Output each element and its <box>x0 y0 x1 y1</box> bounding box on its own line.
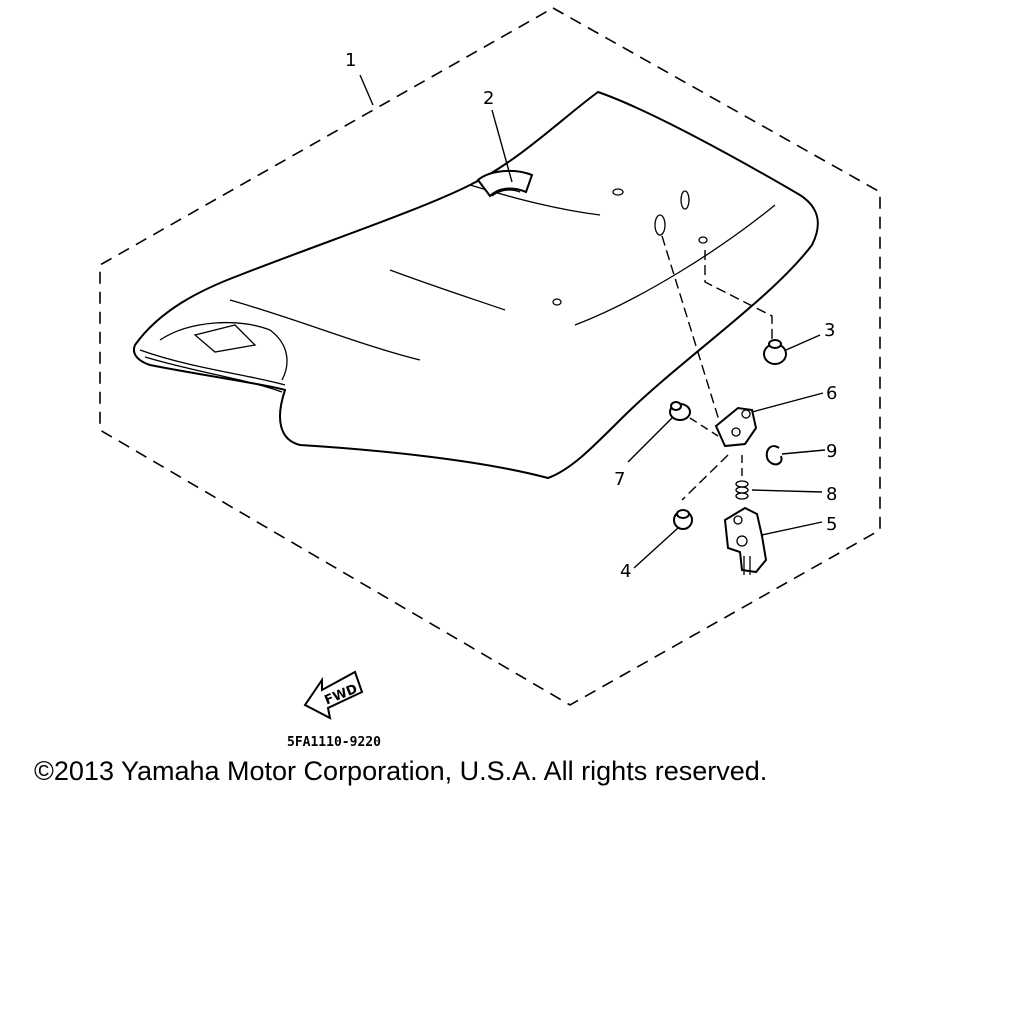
damper-centerline <box>704 250 773 340</box>
callout-6: 6 <box>826 383 837 404</box>
damper-part <box>763 339 787 365</box>
grommet-part <box>673 509 693 530</box>
leader-9 <box>781 449 826 455</box>
seat-front-rim-2 <box>144 356 283 393</box>
fwd-arrow-icon: FWD <box>303 670 364 720</box>
hook-pin-centerline <box>689 417 719 437</box>
callout-8: 8 <box>826 484 837 505</box>
seat-contour-2 <box>389 269 506 311</box>
callout-5: 5 <box>826 514 837 535</box>
callout-7: 7 <box>614 469 625 490</box>
leader-8 <box>751 489 823 493</box>
seat-front-recess <box>159 322 288 381</box>
callout-9: 9 <box>826 441 837 462</box>
circlip-part <box>765 445 783 466</box>
leader-2 <box>491 109 513 183</box>
drawing-code: 5FA1110-9220 <box>287 735 381 750</box>
hook-lever-part <box>723 506 768 575</box>
leader-5 <box>761 521 823 536</box>
seat-strap <box>476 169 534 198</box>
leader-4 <box>633 527 679 569</box>
leader-6 <box>751 392 824 413</box>
seat-front-rim <box>139 349 286 386</box>
leader-7 <box>627 417 673 463</box>
assembly-boundary <box>99 7 881 706</box>
callout-1: 1 <box>345 50 356 71</box>
lower-centerline <box>681 454 729 501</box>
callout-2: 2 <box>483 88 494 109</box>
spring-part <box>735 480 749 500</box>
seat-contour-3 <box>574 204 776 326</box>
callout-4: 4 <box>620 561 631 582</box>
hook-centerline <box>661 235 723 431</box>
leader-3 <box>785 334 821 351</box>
seat-mount-holes <box>552 188 708 306</box>
seat-contour-1 <box>229 299 421 361</box>
callout-3: 3 <box>824 320 835 341</box>
leader-1 <box>359 74 374 106</box>
bracket-part <box>714 406 758 448</box>
seat-front-panel <box>193 324 257 353</box>
collar-part <box>669 401 691 421</box>
copyright-notice: ©2013 Yamaha Motor Corporation, U.S.A. A… <box>34 756 768 786</box>
seat-outline <box>132 90 819 480</box>
